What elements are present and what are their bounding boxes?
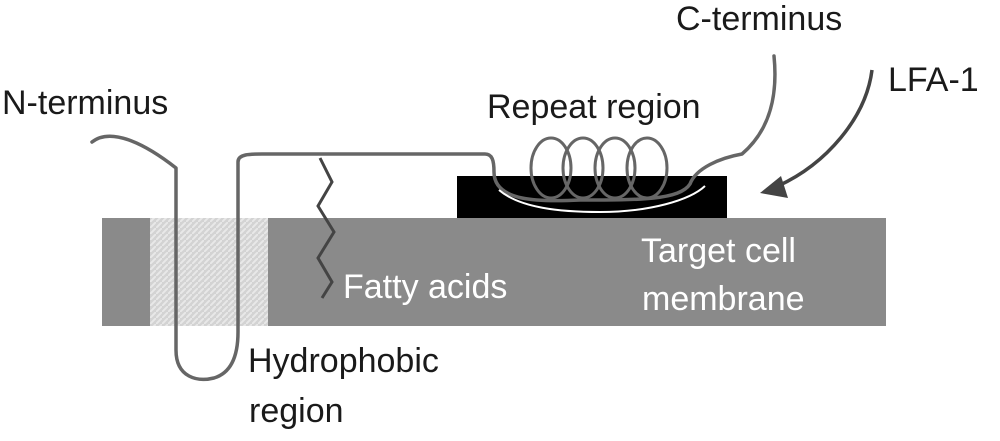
repeat-coil <box>561 136 605 200</box>
hydrophobic-membrane-section <box>150 218 268 326</box>
repeat-region-label: Repeat region <box>487 88 701 126</box>
lfa1-arrow-head <box>760 176 788 198</box>
target-cell-label-line2: membrane <box>642 280 805 318</box>
protein-chain <box>90 54 777 382</box>
fatty-acid-chain <box>316 157 336 299</box>
lfa1-arrow-line <box>777 69 874 188</box>
repeat-coil <box>625 136 669 200</box>
target-cell-membrane <box>268 218 886 326</box>
repeat-coil <box>593 136 637 200</box>
repeat-coil <box>529 136 573 200</box>
hydrophobic-region-label-line1: Hydrophobic <box>248 342 439 380</box>
n-terminus-label: N-terminus <box>2 84 169 122</box>
c-terminus-label: C-terminus <box>676 0 843 38</box>
hydrophobic-region-label-line2: region <box>249 392 344 430</box>
membrane-left-section <box>102 218 152 326</box>
binding-groove <box>498 185 706 214</box>
repeat-coils <box>529 136 669 200</box>
lfa1-label: LFA-1 <box>888 61 979 99</box>
fatty-acids-label: Fatty acids <box>343 268 508 306</box>
target-cell-label-line1: Target cell <box>641 232 796 270</box>
